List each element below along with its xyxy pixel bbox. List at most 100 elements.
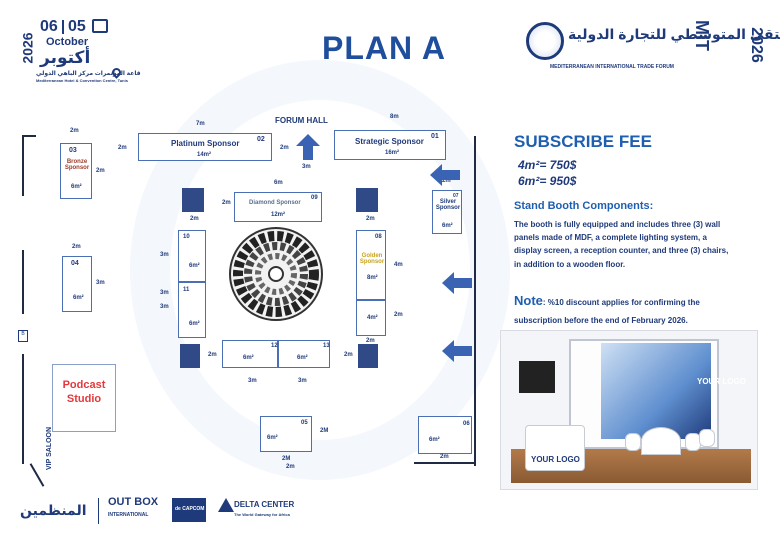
- footer-logos: المنظمين OUT BOX INTERNATIONAL de CAPCOM…: [20, 494, 320, 530]
- booth-03-bronze[interactable]: 03 Bronze Sponsor 6m²: [60, 143, 92, 199]
- booth-04-number: 04: [71, 260, 79, 267]
- booth-06-area: 6m²: [429, 437, 440, 443]
- booth-08-label: Golden Sponsor: [359, 253, 385, 265]
- booth-13-height: 2m: [344, 352, 353, 358]
- booth-03-label: Bronze Sponsor: [64, 159, 90, 171]
- footer-divider-1: [98, 498, 99, 524]
- booth-13-width: 3m: [298, 378, 307, 384]
- date-block: 2026 06 05 October أكتوبر قاعة المؤتمرات…: [20, 14, 141, 84]
- booth-12[interactable]: 12 6m²: [222, 340, 278, 368]
- booth-03-height: 2m: [96, 168, 105, 174]
- booth-13-area: 6m²: [297, 355, 308, 361]
- booth-04[interactable]: 04 6m²: [62, 256, 92, 312]
- booth-13-number: 13: [323, 343, 330, 349]
- booth-01-number: 01: [431, 133, 439, 140]
- booth-02-height: 2m: [118, 145, 127, 151]
- arrow-left-3: [442, 340, 472, 362]
- year-vertical: 2026: [19, 32, 36, 64]
- day-start: 06: [40, 18, 58, 35]
- booth-04-area: 6m²: [73, 295, 84, 301]
- booth-11-height: 3m: [160, 304, 169, 310]
- booth-09-diamond[interactable]: Diamond Sponsor 09 12m²: [234, 192, 322, 222]
- booth-08-golden[interactable]: 08 Golden Sponsor 8m²: [356, 230, 386, 300]
- forum-logo: الملتقى المتوسطي للتجارة الدولية MEDITER…: [522, 14, 780, 80]
- booth-02-platinum[interactable]: Platinum Sponsor 02 14m²: [138, 133, 272, 161]
- dim-3m-left: 3m: [160, 290, 169, 296]
- delta-icon: [218, 498, 234, 512]
- forum-year: 2026: [747, 27, 765, 63]
- render-screen: [519, 361, 555, 393]
- forum-title-en: MEDITERRANEAN INTERNATIONAL TRADE FORUM: [550, 64, 674, 70]
- render-chair-3: [699, 429, 715, 447]
- month-en: October: [46, 36, 89, 48]
- podcast-studio[interactable]: Podcast Studio: [52, 364, 116, 432]
- render-table: [641, 427, 681, 455]
- booth-03-number: 03: [69, 147, 77, 154]
- note-label: Note: [514, 293, 543, 308]
- wall-left-mid: [22, 250, 24, 314]
- booth-05-width: 2M: [282, 456, 291, 462]
- venue-en: Mediterranean Hotel & Convention Centre,…: [36, 78, 128, 83]
- booth-06[interactable]: 06 6m²: [418, 416, 472, 454]
- pillar-1: [182, 188, 204, 212]
- booth-12-height: 2m: [208, 352, 217, 358]
- booth-09-width: 6m: [274, 180, 283, 186]
- forum-code: MIT: [692, 20, 712, 51]
- booth-01-label: Strategic Sponsor: [355, 137, 424, 146]
- render-chair-1: [625, 433, 641, 451]
- outbox-sub: INTERNATIONAL: [108, 512, 149, 518]
- forum-hall-label: FORUM HALL: [275, 116, 328, 125]
- month-ar: أكتوبر: [40, 48, 91, 67]
- booth-09-area: 12m²: [271, 212, 286, 218]
- booth-09-height: 2m: [222, 200, 231, 206]
- booth-08b-area: 4m²: [367, 315, 378, 321]
- booth-10-width: 2m: [190, 216, 199, 222]
- price-6m: 6m²= 950$: [518, 174, 577, 188]
- wall-left-low: [22, 354, 24, 464]
- spiral-staircase-icon: [229, 227, 323, 321]
- booth-01-strategic[interactable]: Strategic Sponsor 01 16m²: [334, 130, 446, 160]
- booth-09-number: 09: [311, 195, 318, 201]
- booth-02-width: 7m: [196, 121, 205, 127]
- capcom-text: de CAPCOM: [175, 506, 205, 512]
- organizers-ar: المنظمين: [20, 502, 87, 518]
- booth-05[interactable]: 05 6m²: [260, 416, 312, 452]
- booth-render: YOUR LOGO YOUR LOGO: [500, 330, 758, 490]
- pillar-2: [356, 188, 378, 212]
- booth-04-height: 3m: [96, 280, 105, 286]
- page-title: PLAN A: [322, 30, 446, 66]
- booth-11[interactable]: 11 6m²: [178, 282, 206, 338]
- ref-marker: B: [18, 330, 28, 342]
- booth-07-number: 07: [453, 193, 459, 199]
- booth-07-silver[interactable]: 07 Silver Sponsor 6m²: [432, 190, 462, 234]
- booth-12-number: 12: [271, 343, 278, 349]
- booth-11-number: 11: [183, 287, 190, 293]
- venue-ar: قاعة المؤتمرات مركز الباهي الدولي: [36, 71, 141, 77]
- booth-08b-height: 2m: [394, 312, 403, 318]
- delta-logo: DELTA CENTER: [234, 500, 295, 509]
- wall-top: [22, 135, 36, 137]
- wall-bottom-r: [414, 462, 474, 464]
- forum-hall-dim: 3m: [302, 164, 311, 170]
- wall-left-top: [22, 136, 24, 196]
- pillar-4: [358, 344, 378, 368]
- booth-12-area: 6m²: [243, 355, 254, 361]
- booth-05-number: 05: [301, 420, 308, 426]
- booth-02-number: 02: [257, 136, 265, 143]
- booth-01-width: 8m: [390, 114, 399, 120]
- booth-05-area: 6m²: [267, 435, 278, 441]
- booth-13[interactable]: 13 6m²: [278, 340, 330, 368]
- booth-08b[interactable]: 4m²: [356, 300, 386, 336]
- wall-right: [474, 136, 476, 466]
- capcom-logo: de CAPCOM: [172, 498, 206, 522]
- booth-01-height: 2m: [280, 145, 289, 151]
- vip-saloon-label: VIP SALOON: [46, 426, 53, 470]
- booth-02-area: 14m²: [197, 152, 212, 158]
- booth-01-area: 16m²: [385, 150, 400, 156]
- booth-03-width: 2m: [70, 128, 79, 134]
- booth-12-width: 3m: [248, 378, 257, 384]
- note-text: : %10 discount applies for confirming th…: [514, 298, 700, 325]
- render-logo-counter: YOUR LOGO: [531, 455, 580, 464]
- forum-hall-arrow: [296, 134, 320, 160]
- booth-10[interactable]: 10 6m²: [178, 230, 206, 282]
